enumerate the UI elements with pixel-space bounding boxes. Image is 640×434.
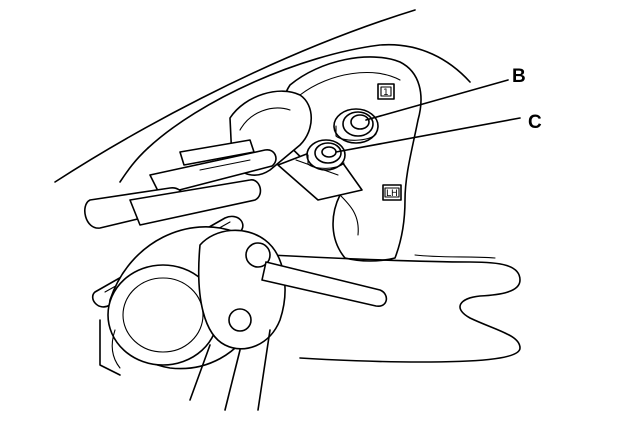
shaft-assembly xyxy=(84,90,312,229)
tag-lh-marker: LH xyxy=(382,184,402,201)
body-panel-outline xyxy=(54,9,471,183)
tag-lh-text: LH xyxy=(386,189,398,199)
side-housing xyxy=(189,229,388,411)
bolt-c xyxy=(306,139,346,171)
tag-1-marker: 1 xyxy=(377,83,395,100)
engine-block xyxy=(269,254,521,363)
leader-lines xyxy=(335,79,521,153)
callout-c-label: C xyxy=(528,112,542,133)
bolt-b xyxy=(333,108,379,144)
tag-1-text: 1 xyxy=(383,88,389,98)
callout-b-label: B xyxy=(512,66,526,87)
